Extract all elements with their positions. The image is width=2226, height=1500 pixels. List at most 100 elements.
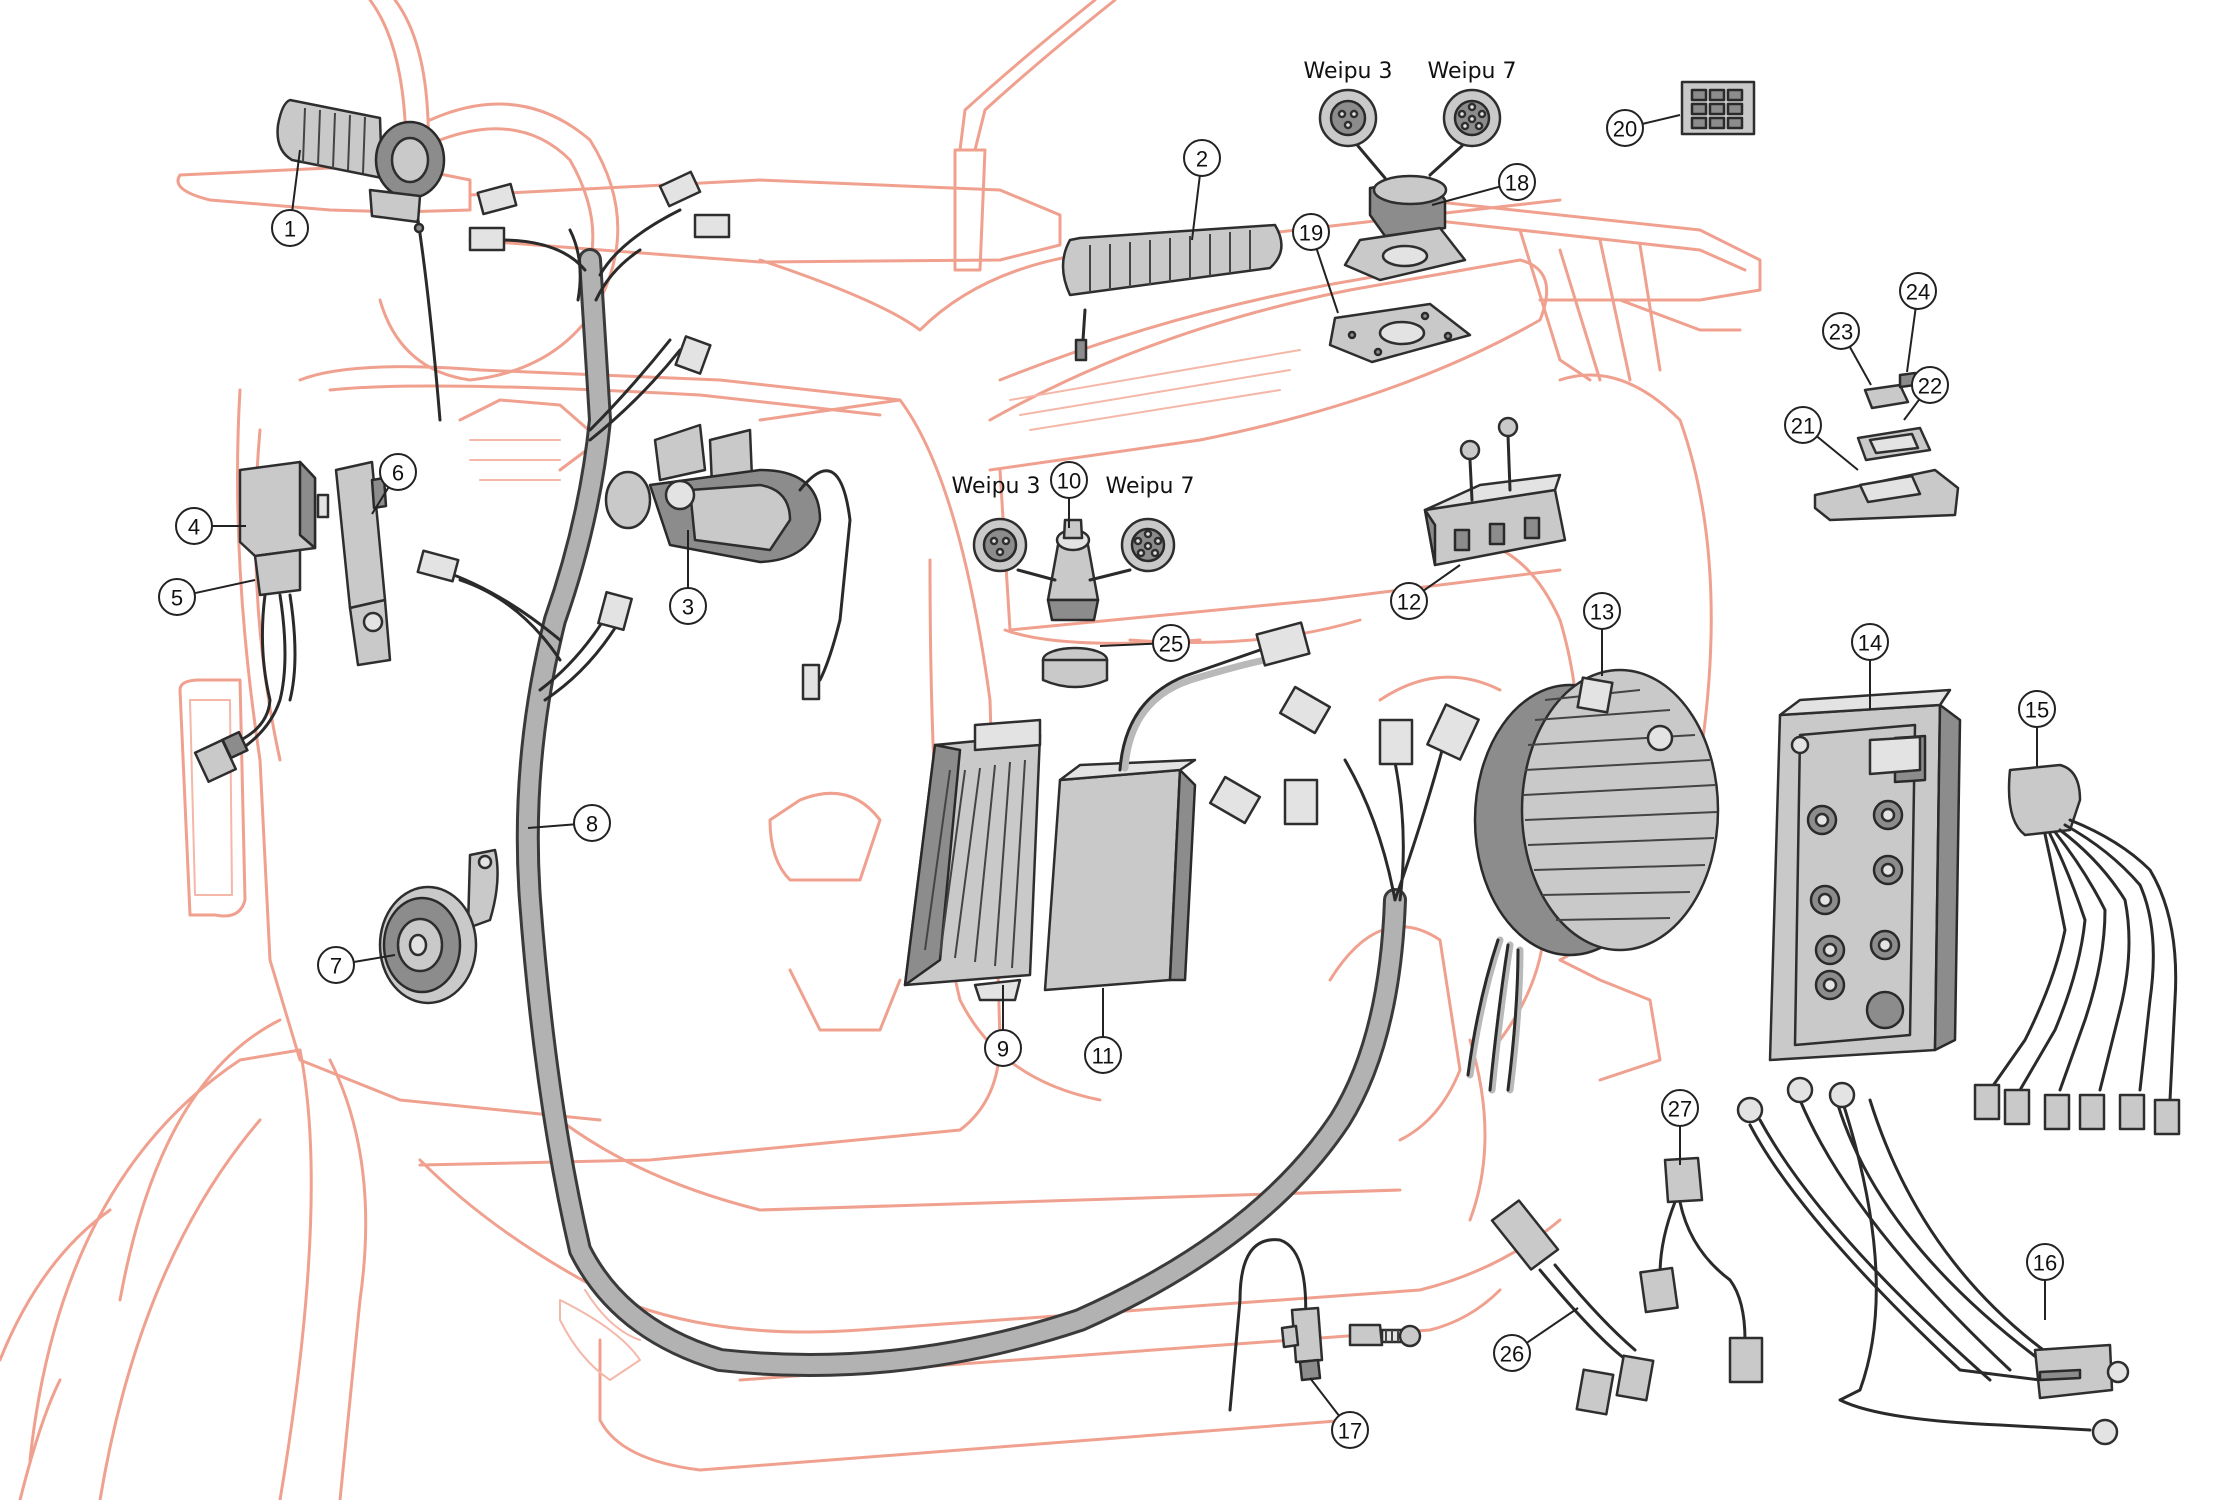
leader-line-1 (291, 149, 301, 211)
callout-17: 17 (1331, 1411, 1369, 1449)
leader-line-25 (1099, 642, 1154, 647)
callout-circle (1583, 592, 1621, 630)
leader-line-20 (1642, 114, 1681, 125)
callout-11: 11 (1084, 1036, 1122, 1074)
callout-2: 2 (1183, 139, 1221, 177)
callout-6: 6 (379, 453, 417, 491)
callout-number: 12 (1397, 590, 1421, 615)
scooter-frame-outline (0, 0, 1762, 1500)
callout-circle (1050, 461, 1088, 499)
callout-26: 26 (1493, 1334, 1531, 1372)
leader-line-12 (1423, 564, 1461, 592)
callout-circle (1851, 623, 1889, 661)
main-wiring-harness (416, 170, 1480, 1377)
callout-number: 4 (188, 515, 200, 540)
callout-circle (984, 1029, 1022, 1067)
leader-line-21 (1816, 435, 1859, 471)
leader-line-18 (1431, 185, 1500, 206)
callout-7: 7 (317, 946, 355, 984)
callout-23: 23 (1822, 312, 1860, 350)
power-cable-with-plug (1736, 1076, 2130, 1446)
callout-3: 3 (669, 587, 707, 625)
horn (378, 848, 499, 1005)
callout-27: 27 (1661, 1089, 1699, 1127)
callout-circle (669, 587, 707, 625)
terminal-block (1423, 416, 1567, 567)
switch-mount-assembly (1813, 371, 1960, 522)
callout-8: 8 (573, 804, 611, 842)
callout-number: 14 (1858, 631, 1882, 656)
callout-number: 26 (1500, 1342, 1524, 1367)
callout-22: 22 (1911, 366, 1949, 404)
callout-24: 24 (1899, 272, 1937, 310)
callout-number: 7 (330, 954, 342, 979)
hub-motor (1466, 668, 1720, 1094)
callout-number: 21 (1791, 414, 1815, 439)
callout-number: 13 (1590, 600, 1614, 625)
callout-number: 23 (1829, 320, 1853, 345)
callout-number: 3 (682, 595, 694, 620)
callout-14: 14 (1851, 623, 1889, 661)
connector-label: Weipu 3 (1303, 59, 1392, 84)
callout-20: 20 (1606, 109, 1644, 147)
callout-number: 8 (586, 812, 598, 837)
callout-number: 1 (284, 217, 296, 242)
leader-line-17 (1309, 1377, 1340, 1417)
callout-15: 15 (2018, 690, 2056, 728)
leader-line-26 (1526, 1307, 1579, 1344)
callout-10: 10 (1050, 461, 1088, 499)
callout-leader-lines (194, 114, 2046, 1417)
charge-port-plate (1328, 302, 1472, 364)
callout-19: 19 (1292, 213, 1330, 251)
callout-circle (1899, 272, 1937, 310)
connector-label: Weipu 7 (1427, 59, 1516, 84)
callout-16: 16 (2026, 1243, 2064, 1281)
callout-circle (1183, 139, 1221, 177)
callout-number: 15 (2025, 698, 2049, 723)
leader-line-7 (353, 954, 396, 963)
leader-line-6 (371, 486, 390, 515)
callout-circle (1390, 582, 1428, 620)
callout-number: 2 (1196, 147, 1208, 172)
leader-line-5 (194, 579, 256, 595)
callout-circle (2026, 1243, 2064, 1281)
callout-number: 11 (1092, 1044, 1115, 1069)
callout-circle (317, 946, 355, 984)
callout-circle (1911, 366, 1949, 404)
callout-circle (2018, 690, 2056, 728)
callout-number: 19 (1299, 221, 1323, 246)
callout-number: 17 (1338, 1419, 1362, 1444)
callout-number: 22 (1918, 374, 1942, 399)
callout-number: 18 (1505, 171, 1529, 196)
switch-panel (1680, 80, 1756, 136)
callout-number: 20 (1613, 117, 1637, 142)
leader-line-2 (1191, 175, 1201, 241)
relay-plug-harness (193, 593, 297, 783)
dc-converter (903, 718, 1042, 1002)
throttle-grip (276, 98, 446, 422)
callout-number: 9 (997, 1037, 1009, 1062)
adapter-harness (1490, 1199, 1655, 1416)
callout-18: 18 (1498, 163, 1536, 201)
callout-circle (158, 578, 196, 616)
callout-number: 25 (1159, 632, 1183, 657)
callout-circle (1152, 624, 1190, 662)
callout-12: 12 (1390, 582, 1428, 620)
leader-line-8 (527, 823, 575, 829)
callout-circle (1606, 109, 1644, 147)
leader-line-22 (1903, 398, 1921, 421)
callout-number: 10 (1057, 469, 1081, 494)
callout-number: 16 (2033, 1251, 2057, 1276)
leader-line-23 (1848, 346, 1872, 386)
controller-plug-harness (1973, 763, 2181, 1136)
callout-number: 27 (1668, 1097, 1692, 1122)
callout-9: 9 (984, 1029, 1022, 1067)
leader-line-24 (1906, 308, 1917, 373)
callout-4: 4 (175, 507, 213, 545)
callout-circle (1084, 1036, 1122, 1074)
weipu-connector-front (972, 517, 1176, 622)
battery-management-box (1043, 621, 1311, 992)
